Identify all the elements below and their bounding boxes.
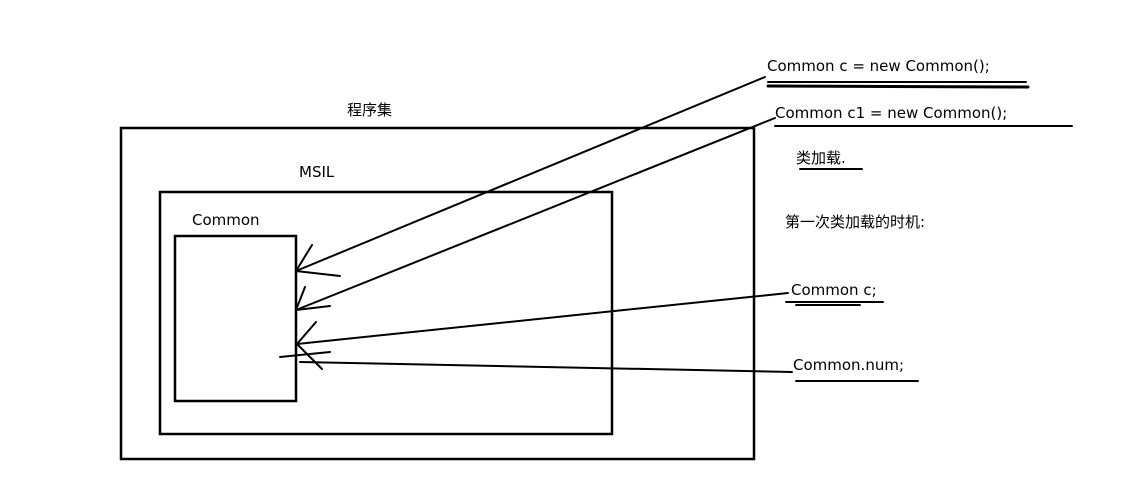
note-line1: Common c = new Common(); [767,57,990,75]
msil-label: MSIL [299,163,335,181]
note-declare: Common c; [791,281,877,299]
common-class-box [173,234,298,403]
assembly-box [119,126,756,461]
note-static-access: Common.num; [793,356,905,374]
arrow-2 [295,117,776,311]
msil-box [158,190,614,436]
note-first-load-timing: 第一次类加载的时机: [785,213,926,231]
note-class-loading: 类加载. [796,149,846,167]
note-line2: Common c1 = new Common(); [775,104,1008,122]
assembly-label: 程序集 [347,101,393,119]
class-label: Common [192,211,260,229]
arrow-4 [299,361,793,373]
arrow-3 [279,292,789,370]
underline-line1-thick [766,84,1030,89]
underlines [766,81,1073,382]
arrow-1 [295,76,766,277]
